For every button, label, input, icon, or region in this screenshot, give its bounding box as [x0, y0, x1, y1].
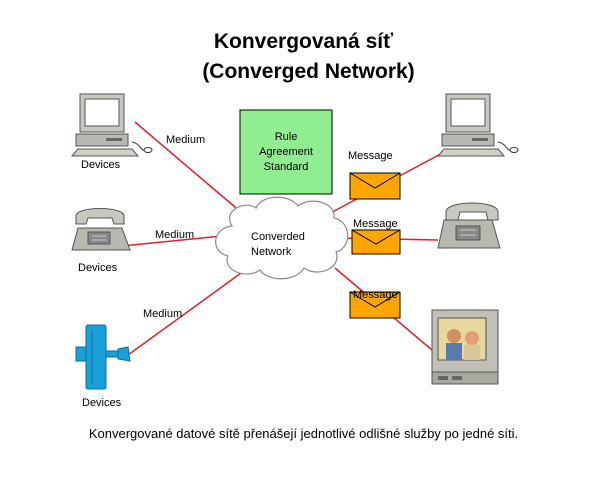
- message-label-top: Message: [348, 150, 393, 162]
- rule-box-line-1: Rule: [275, 131, 298, 143]
- medium-label-bottom: Medium: [143, 308, 182, 320]
- medium-label-top: Medium: [166, 134, 205, 146]
- envelope-icon: [351, 229, 401, 255]
- television-icon: [431, 309, 499, 385]
- device-label-bottom: Devices: [82, 397, 122, 409]
- cloud-shape: [215, 196, 349, 280]
- caption: Konvergované datové sítě přenášejí jedno…: [88, 426, 519, 441]
- device-label-top: Devices: [81, 159, 121, 171]
- video-camera-icon: [75, 324, 131, 390]
- envelope-icon: [349, 291, 401, 319]
- message-label-middle: Message: [353, 218, 398, 230]
- link-left-top: [134, 121, 243, 214]
- computer-icon: [70, 93, 153, 157]
- medium-label-middle: Medium: [155, 229, 194, 241]
- computer-icon: [436, 93, 519, 157]
- link-left-middle: [121, 235, 223, 247]
- rule-box-line-2: Agreement: [259, 146, 313, 158]
- title-line-2: (Converged Network): [202, 60, 415, 83]
- rule-box-line-3: Standard: [264, 161, 309, 173]
- telephone-icon: [437, 202, 501, 249]
- telephone-icon: [71, 208, 131, 251]
- device-label-middle: Devices: [78, 262, 118, 274]
- envelope-icon: [349, 172, 401, 200]
- cloud-line-1: Converded: [251, 231, 305, 243]
- message-label-bottom: Message: [353, 289, 398, 301]
- link-left-bottom: [127, 267, 249, 356]
- cloud-line-2: Network: [251, 246, 292, 258]
- rule-box: [239, 109, 333, 195]
- title-line-1: Konvergovaná síť: [213, 30, 394, 53]
